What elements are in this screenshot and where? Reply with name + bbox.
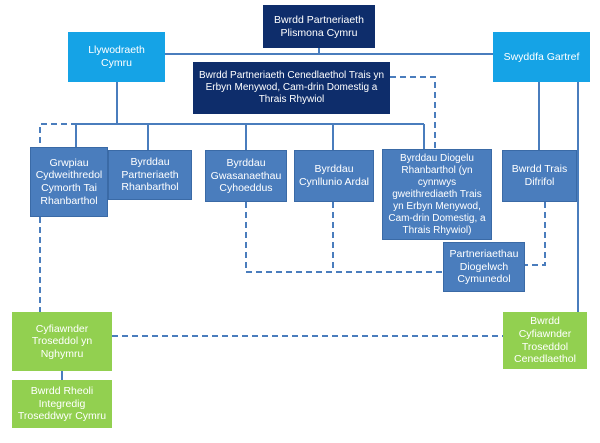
- regional-housing-support-groups-label: Grwpiau Cydweithredol Cymorth Tai Rhanba…: [35, 156, 103, 207]
- public-services-boards: Byrddau Gwasanaethau Cyhoeddus: [205, 150, 287, 202]
- area-planning-boards-label: Byrddau Cynllunio Ardal: [298, 163, 370, 188]
- regional-partnership-boards-label: Byrddau Partneriaeth Rhanbarthol: [121, 156, 179, 194]
- area-planning-boards: Byrddau Cynllunio Ardal: [294, 150, 374, 202]
- national-criminal-justice-board: Bwrdd Cyfiawnder Troseddol Cenedlaethol: [503, 312, 587, 369]
- community-safety-partnerships: Partneriaethau Diogelwch Cymunedol: [443, 242, 525, 292]
- dashed-national-safeguarding: [390, 76, 436, 150]
- home-office-label: Swyddfa Gartref: [503, 50, 580, 63]
- serious-violence-board: Bwrdd Trais Difrifol: [502, 150, 577, 202]
- national-vawdasv-board: Bwrdd Partneriaeth Cenedlaethol Trais yn…: [193, 62, 390, 114]
- integrated-offender-management-board: Bwrdd Rheoli Integredig Troseddwyr Cymru: [12, 380, 112, 428]
- police-partnership-board-label: Bwrdd Partneriaeth Plismona Cymru: [274, 13, 364, 39]
- police-partnership-board: Bwrdd Partneriaeth Plismona Cymru: [263, 5, 375, 48]
- serious-violence-board-label: Bwrdd Trais Difrifol: [511, 163, 568, 188]
- community-safety-partnerships-label: Partneriaethau Diogelwch Cymunedol: [449, 248, 519, 286]
- regional-housing-support-groups: Grwpiau Cydweithredol Cymorth Tai Rhanba…: [30, 147, 108, 217]
- national-vawdasv-board-label: Bwrdd Partneriaeth Cenedlaethol Trais yn…: [198, 70, 385, 105]
- national-criminal-justice-board-label: Bwrdd Cyfiawnder Troseddol Cenedlaethol: [514, 315, 576, 366]
- dashed-public-community: [245, 202, 443, 273]
- integrated-offender-management-board-label: Bwrdd Rheoli Integredig Troseddwyr Cymru: [17, 385, 107, 423]
- public-services-boards-label: Byrddau Gwasanaethau Cyhoeddus: [210, 157, 282, 195]
- regional-safeguarding-boards: Byrddau Diogelu Rhanbarthol (yn cynnwys …: [382, 149, 492, 240]
- home-office: Swyddfa Gartref: [493, 32, 590, 82]
- dashed-left-cjwales: [39, 123, 117, 312]
- criminal-justice-wales-label: Cyfiawnder Troseddol yn Nghymru: [31, 322, 93, 360]
- welsh-government: Llywodraeth Cymru: [68, 32, 165, 82]
- welsh-government-label: Llywodraeth Cymru: [88, 44, 145, 69]
- criminal-justice-wales: Cyfiawnder Troseddol yn Nghymru: [12, 312, 112, 371]
- regional-partnership-boards: Byrddau Partneriaeth Rhanbarthol: [108, 150, 192, 200]
- regional-safeguarding-boards-label: Byrddau Diogelu Rhanbarthol (yn cynnwys …: [388, 152, 486, 236]
